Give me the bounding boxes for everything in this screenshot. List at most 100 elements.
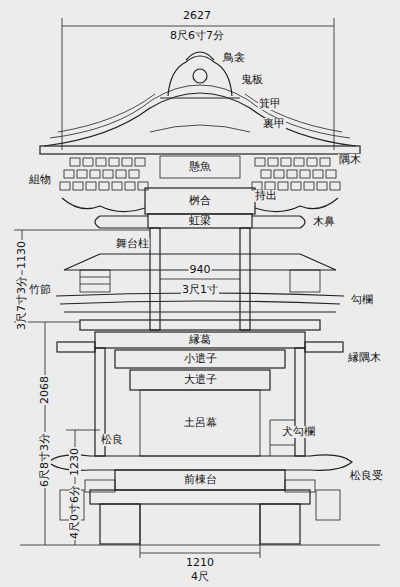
part-name: 4尺0寸6分 bbox=[69, 484, 81, 540]
bracket-block bbox=[103, 170, 113, 178]
extension-line bbox=[140, 504, 141, 558]
roof bbox=[44, 93, 356, 146]
bracket-block bbox=[135, 158, 145, 166]
part-name: 舞台柱 bbox=[115, 238, 150, 250]
eave bbox=[40, 146, 360, 154]
ground-line bbox=[20, 545, 380, 546]
bracket-block bbox=[300, 170, 310, 178]
part-name: 竹節 bbox=[28, 284, 52, 296]
pillar bbox=[240, 228, 250, 330]
part-name: 4尺 bbox=[190, 571, 210, 583]
bracket-block bbox=[320, 158, 330, 166]
dimension-line bbox=[160, 279, 240, 280]
bracket-block bbox=[96, 158, 106, 166]
rail bbox=[270, 420, 271, 456]
part-name: 箕甲 bbox=[258, 98, 282, 110]
frame bbox=[80, 320, 320, 330]
part-name: 懸魚 bbox=[188, 161, 212, 173]
bracket-block bbox=[122, 158, 132, 166]
gable bbox=[150, 125, 250, 132]
part-name: 3尺7寸3分 bbox=[16, 275, 28, 331]
part-name: 小遣子 bbox=[183, 353, 218, 365]
bracket-block bbox=[83, 158, 93, 166]
dimension-value: 2068 bbox=[39, 375, 51, 405]
corner-beam bbox=[57, 342, 95, 352]
part-name: 8尺6寸7分 bbox=[169, 30, 225, 42]
bracket-block bbox=[112, 182, 122, 190]
bracket-block bbox=[60, 182, 70, 190]
base bbox=[90, 490, 310, 504]
bracket-block bbox=[313, 170, 323, 178]
bracket-block bbox=[304, 182, 314, 190]
part-name: 犬勾欄 bbox=[281, 426, 316, 438]
dimension-line bbox=[62, 26, 334, 27]
part-name: 鳥衾 bbox=[222, 52, 246, 64]
dimension-value: 940 bbox=[189, 264, 212, 276]
rail bbox=[270, 420, 295, 421]
bracket-block bbox=[261, 170, 271, 178]
part-name: 松良受 bbox=[349, 470, 384, 482]
rainbow-beam bbox=[148, 214, 252, 228]
part-name: 隅木 bbox=[338, 154, 362, 166]
bracket-block bbox=[125, 182, 135, 190]
extension-line bbox=[62, 18, 63, 150]
bracket-panel bbox=[145, 188, 255, 214]
foot bbox=[260, 504, 300, 544]
roof bbox=[58, 94, 155, 132]
bracket-block bbox=[265, 182, 275, 190]
part-name: 土呂幕 bbox=[183, 417, 218, 429]
part-name: 6尺8寸3分 bbox=[39, 432, 51, 488]
part-name: 大遣子 bbox=[183, 374, 218, 386]
block bbox=[85, 480, 115, 492]
part-name: 木鼻 bbox=[312, 216, 336, 228]
bamboo-joint bbox=[290, 270, 320, 292]
bracket-block bbox=[268, 158, 278, 166]
part-name: 松良 bbox=[100, 434, 124, 446]
roof bbox=[50, 85, 350, 138]
lattice-band bbox=[130, 370, 270, 390]
corner-beam bbox=[305, 342, 343, 352]
post bbox=[295, 348, 305, 456]
dimension-value: 1210 bbox=[185, 557, 215, 569]
crest bbox=[193, 69, 207, 83]
pendant-board bbox=[160, 156, 240, 178]
bracket-block bbox=[274, 170, 284, 178]
block bbox=[285, 480, 315, 492]
bracket-block bbox=[317, 182, 327, 190]
dimension-line bbox=[140, 553, 260, 554]
bracket-block bbox=[109, 158, 119, 166]
part-name: 鬼板 bbox=[240, 74, 264, 86]
railing bbox=[60, 301, 340, 304]
bracket-block bbox=[326, 170, 336, 178]
roof bbox=[245, 94, 342, 132]
part-name: 虹梁 bbox=[188, 215, 212, 227]
part-name: 縁隅木 bbox=[347, 352, 382, 364]
bracket-block bbox=[73, 182, 83, 190]
bracket-block bbox=[116, 170, 126, 178]
bracket-block bbox=[64, 170, 74, 178]
part-name: 桝合 bbox=[188, 195, 212, 207]
bracket-block bbox=[70, 158, 80, 166]
bracket-block bbox=[99, 182, 109, 190]
bracket-block bbox=[252, 182, 262, 190]
bracket-block bbox=[77, 170, 87, 178]
pillar bbox=[150, 228, 160, 330]
block bbox=[316, 490, 340, 520]
bracket-block bbox=[281, 158, 291, 166]
dimension-value: 1230 bbox=[69, 447, 81, 477]
beam-nose bbox=[252, 216, 305, 228]
part-name: 縁葛 bbox=[188, 334, 212, 346]
bamboo-joint bbox=[80, 277, 110, 278]
bracket-block bbox=[255, 158, 265, 166]
foot bbox=[100, 504, 140, 544]
rail bbox=[270, 445, 295, 446]
lattice-band bbox=[115, 350, 285, 368]
dimension-value: 1130 bbox=[16, 240, 28, 270]
bracket-block bbox=[291, 182, 301, 190]
bracket-block bbox=[330, 182, 340, 190]
bamboo-joint bbox=[80, 270, 110, 292]
bracket-block bbox=[90, 170, 100, 178]
bracket-arm bbox=[62, 198, 145, 212]
part-name: 前棟台 bbox=[183, 474, 218, 486]
